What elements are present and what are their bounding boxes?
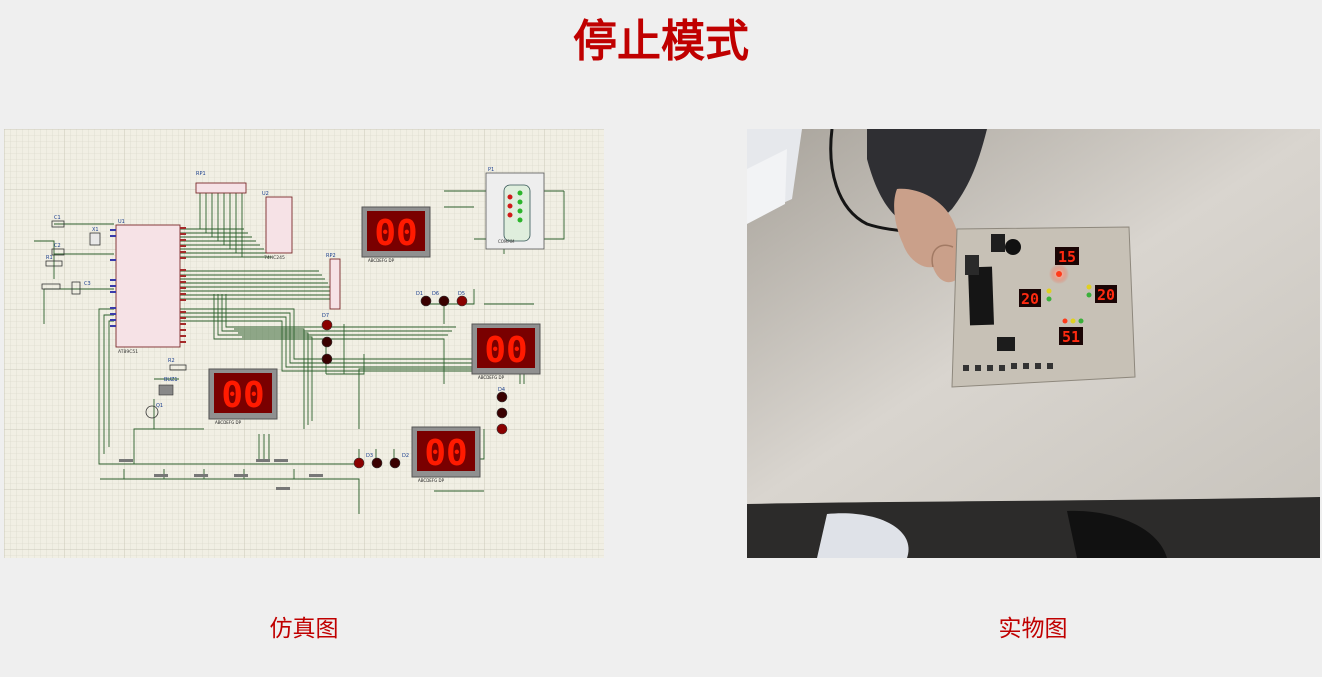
photo-display-3-digits: 20	[1097, 286, 1115, 304]
display-2-pins: ABCDEFG DP	[478, 375, 505, 380]
led-d4-label: D4	[498, 387, 505, 393]
crystal-oscillator-circuit: C1 C2 X1 R1 C3	[41, 215, 101, 295]
c2-label: C2	[54, 243, 61, 249]
u2-name: 74HC245	[264, 255, 285, 261]
x1-label: X1	[92, 227, 99, 233]
photo-display-1: 15	[1055, 247, 1079, 266]
simulation-schematic: C1 C2 X1 R1 C3	[4, 129, 604, 558]
photo-caption: 实物图	[998, 616, 1068, 642]
photo-canvas: 15 20 20 51	[747, 129, 1320, 558]
display-4-pins: ABCDEFG DP	[418, 478, 445, 483]
led-d5-label: D5	[458, 291, 465, 297]
u1-label: U1	[118, 219, 125, 225]
seven-seg-display-2: 00 ABCDEFG DP	[471, 323, 541, 380]
rp1-label: RP1	[196, 171, 206, 177]
buzzer-label: BUZ1	[164, 377, 178, 383]
display-2-digits: 00	[484, 330, 527, 371]
simulation-caption: 仿真图	[269, 616, 339, 642]
led-d3-label: D3	[366, 453, 373, 459]
photo-display-4: 51	[1059, 327, 1083, 346]
u1-name: AT89C51	[118, 349, 138, 355]
u2-label: U2	[262, 191, 269, 197]
c1-label: C1	[54, 215, 61, 221]
seven-seg-display-3: 00 ABCDEFG DP	[208, 368, 278, 425]
seven-seg-display-1: 00 ABCDEFG DP	[361, 206, 431, 263]
display-1-pins: ABCDEFG DP	[368, 258, 395, 263]
schematic-canvas: C1 C2 X1 R1 C3	[4, 129, 604, 558]
led-d1-label: D1	[416, 291, 423, 297]
hardware-photo: 15 20 20 51	[747, 129, 1320, 558]
photo-display-3: 20	[1095, 285, 1117, 304]
microcontroller-u1: U1 AT89C51	[110, 219, 186, 355]
photo-display-2-digits: 20	[1021, 290, 1039, 308]
led-d7-label: D7	[322, 313, 329, 319]
photo-buttons	[963, 363, 1053, 371]
photo-display-1-digits: 15	[1058, 248, 1076, 266]
photo-display-4-digits: 51	[1062, 328, 1080, 346]
transistor-label: Q1	[156, 403, 163, 409]
p1-name: COMPIM	[498, 239, 515, 244]
seven-seg-display-4: 00 ABCDEFG DP	[411, 426, 481, 483]
c3-label: C3	[84, 281, 91, 287]
display-3-pins: ABCDEFG DP	[215, 420, 242, 425]
r1-label: R1	[46, 255, 53, 261]
r2-label: R2	[168, 358, 175, 364]
rp2-label: RP2	[326, 253, 336, 259]
resistor-pack-rp2: RP2	[326, 253, 341, 310]
photo-leds	[1046, 264, 1092, 324]
resistor-pack-rp1: RP1	[195, 171, 247, 194]
p1-label: P1	[488, 167, 494, 173]
push-button-row	[119, 459, 323, 490]
led-d6-label: D6	[432, 291, 439, 297]
driver-u2: U2 74HC245	[262, 191, 293, 261]
buzzer-circuit: BUZ1 Q1 R2	[145, 358, 187, 419]
page-title: 停止模式	[573, 16, 749, 67]
display-4-digits: 00	[424, 433, 467, 474]
serial-connector-p1: P1 COMPIM	[485, 167, 545, 250]
traffic-leds: D7 D6 D5 D4 D3 D2 D1	[321, 291, 508, 469]
display-1-digits: 00	[374, 213, 417, 254]
led-d2-label: D2	[402, 453, 409, 459]
photo-display-2: 20	[1019, 289, 1041, 308]
display-3-digits: 00	[221, 375, 264, 416]
